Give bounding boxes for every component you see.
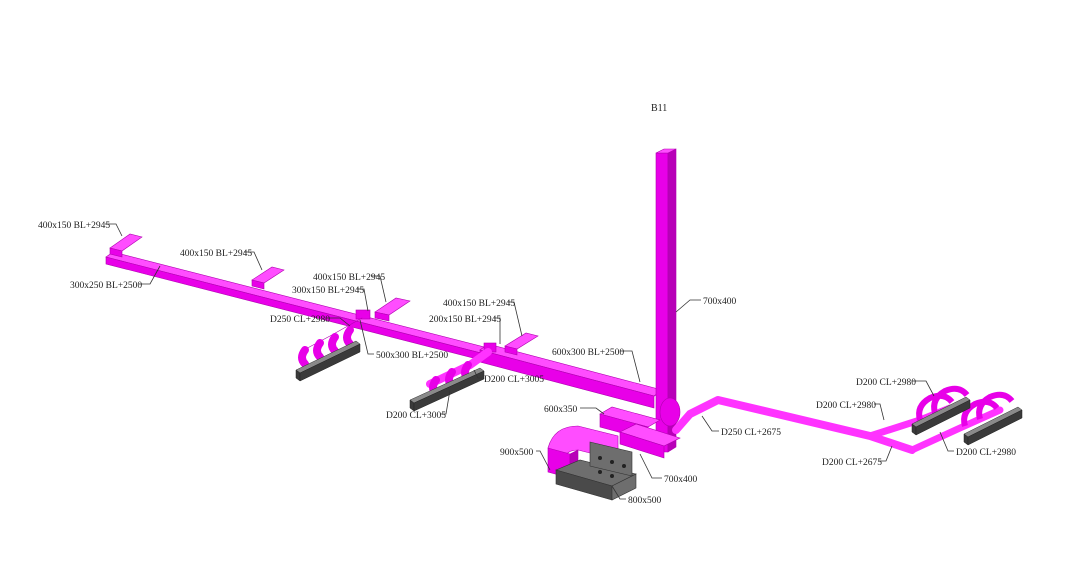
duct-network bbox=[105, 148, 1023, 501]
collar-300x150 bbox=[355, 309, 371, 320]
linear-grille-middle bbox=[409, 367, 485, 412]
label-d200-right-4: D200 CL+2980 bbox=[956, 448, 1016, 458]
leader-lines bbox=[105, 223, 954, 500]
label-d200-right-3: D200 CL+2675 bbox=[822, 458, 882, 468]
unit-port-3 bbox=[622, 464, 626, 468]
unit-port-1 bbox=[598, 456, 602, 460]
dimension-labels: 400x150 BL+2945 400x150 BL+2945 300x250 … bbox=[38, 221, 1016, 506]
label-300x250: 300x250 BL+2500 bbox=[70, 281, 142, 291]
label-d200-right-2: D200 CL+2980 bbox=[816, 401, 876, 411]
label-400x150-3: 400x150 BL+2945 bbox=[313, 273, 385, 283]
label-400x150-1: 400x150 BL+2945 bbox=[38, 221, 110, 231]
branch-outlet-1 bbox=[109, 233, 143, 258]
branch-outlet-4 bbox=[504, 332, 539, 356]
label-700x400-base: 700x400 bbox=[664, 475, 698, 485]
label-600x300: 600x300 BL+2500 bbox=[552, 348, 624, 358]
branch-outlet-2 bbox=[251, 266, 285, 290]
label-200x150: 200x150 BL+2945 bbox=[429, 315, 501, 325]
unit-port-2 bbox=[610, 460, 614, 464]
label-400x150-2: 400x150 BL+2945 bbox=[180, 249, 252, 259]
label-800x500: 800x500 bbox=[628, 496, 662, 506]
label-600x350: 600x350 bbox=[544, 405, 578, 415]
label-300x150: 300x150 BL+2945 bbox=[292, 286, 364, 296]
unit-port-4 bbox=[598, 470, 602, 474]
vertical-riser-duct bbox=[655, 148, 677, 453]
label-d250-right: D250 CL+2675 bbox=[721, 428, 781, 438]
label-d200-right-1: D200 CL+2980 bbox=[856, 378, 916, 388]
round-branch-right bbox=[672, 385, 1015, 454]
linear-grille-right-2 bbox=[963, 406, 1023, 446]
label-400x150-4: 400x150 BL+2945 bbox=[443, 299, 515, 309]
linear-grille-left bbox=[295, 340, 361, 382]
label-900x500: 900x500 bbox=[500, 448, 534, 458]
elbow-700x400 bbox=[619, 397, 681, 459]
diagram-title: B11 bbox=[651, 103, 667, 114]
label-500x300: 500x300 BL+2500 bbox=[376, 351, 448, 361]
air-handling-unit bbox=[555, 441, 637, 501]
branch-outlet-3 bbox=[374, 297, 411, 322]
label-d250-left: D250 CL+2980 bbox=[270, 315, 330, 325]
round-branch-left bbox=[298, 317, 363, 368]
unit-port-5 bbox=[610, 474, 614, 478]
label-d200-middle-1: D200 CL+3005 bbox=[484, 375, 544, 385]
label-d200-middle-2: D200 CL+3005 bbox=[386, 411, 446, 421]
linear-grille-right-1 bbox=[911, 396, 971, 436]
label-700x400-riser: 700x400 bbox=[703, 297, 737, 307]
